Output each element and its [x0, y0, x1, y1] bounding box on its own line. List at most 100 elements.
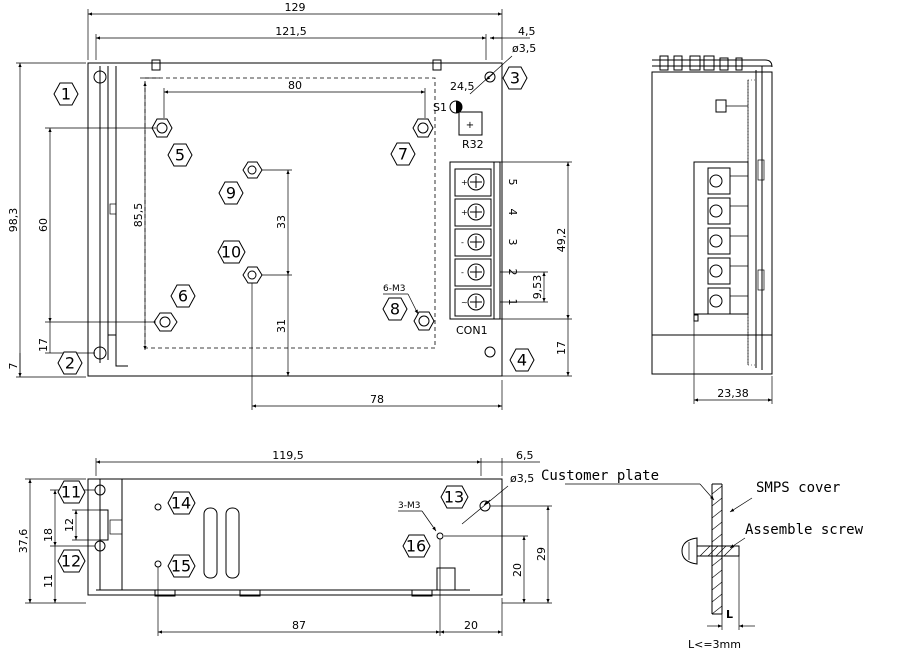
dim-29: 29 — [535, 547, 548, 561]
dim-20-vertical: 20 — [511, 563, 524, 577]
trimmer-r32 — [458, 111, 483, 136]
dim-18: 18 — [42, 528, 55, 542]
svg-text:-: - — [461, 268, 464, 277]
hex-markers: 1 2 3 4 5 6 7 8 — [53, 66, 535, 578]
dim-7: 7 — [7, 363, 20, 370]
svg-text:+: + — [461, 178, 468, 187]
screw-head — [681, 537, 698, 565]
dim-6-5: 6,5 — [516, 449, 534, 462]
top-view-outline — [87, 62, 503, 377]
screw-length-L: L — [726, 608, 733, 621]
connector-label: CON1 — [456, 324, 488, 337]
svg-text:1: 1 — [61, 85, 71, 104]
dim-119-5: 119,5 — [272, 449, 304, 462]
svg-text:8: 8 — [390, 300, 400, 319]
side-view: 23,38 — [651, 55, 773, 404]
side-terminals — [693, 161, 749, 315]
assemble-screw-label: Assemble screw — [745, 522, 864, 538]
svg-text:2: 2 — [65, 354, 75, 373]
marker-1: 1 — [53, 82, 79, 106]
marker-16: 16 — [402, 534, 431, 558]
marker-8: 8 — [382, 297, 408, 321]
dim-20-horizontal: 20 — [464, 619, 478, 632]
svg-text:~: ~ — [461, 298, 468, 307]
svg-text:-: - — [461, 238, 464, 247]
terminal-4: 4 — [506, 209, 519, 216]
mount-nut-9 — [242, 161, 263, 179]
corner-hole-4 — [484, 346, 496, 358]
svg-text:+: + — [461, 208, 468, 217]
screw-callout-top: 6-M3 — [383, 284, 405, 294]
marker-11: 11 — [57, 480, 86, 504]
dim-129: 129 — [285, 1, 306, 14]
mount-nut-8 — [413, 311, 435, 331]
screw-length-rule: L<=3mm — [688, 638, 741, 651]
marker-9: 9 — [218, 181, 244, 205]
terminal-5: 5 — [506, 179, 519, 186]
mount-nut-6 — [153, 312, 178, 332]
marker-7: 7 — [390, 142, 416, 166]
switch-label: S1 — [433, 101, 447, 114]
top-view-dimensions: 129 121,5 4,5 ø3,5 24,5 80 98,3 85,5 60 — [7, 1, 572, 410]
vent-slot-1 — [203, 507, 218, 579]
screw-callout-bottom: 3-M3 — [398, 501, 420, 511]
svg-text:9: 9 — [226, 184, 236, 203]
top-view: + S1 R32 + + - - ~ 5 4 3 2 1 CON1 — [87, 59, 519, 377]
trimmer-label: R32 — [462, 138, 484, 151]
svg-text:16: 16 — [406, 537, 426, 556]
svg-text:5: 5 — [175, 146, 185, 165]
smps-cover-label: SMPS cover — [756, 480, 840, 496]
svg-text:15: 15 — [171, 557, 191, 576]
svg-text:7: 7 — [398, 145, 408, 164]
svg-text:12: 12 — [61, 552, 81, 571]
vent-slot-2 — [225, 507, 240, 579]
marker-5: 5 — [167, 143, 193, 167]
svg-text:13: 13 — [444, 488, 464, 507]
marker-3: 3 — [502, 66, 528, 90]
customer-plate-label: Customer plate — [541, 468, 659, 484]
dim-78: 78 — [370, 393, 384, 406]
dim-98-3: 98,3 — [7, 208, 20, 233]
terminal-3: 3 — [506, 239, 519, 246]
svg-text:11: 11 — [61, 483, 81, 502]
marker-2: 2 — [57, 351, 83, 375]
dim-33: 33 — [275, 215, 288, 229]
svg-text:6: 6 — [178, 287, 188, 306]
dim-hole-bottom: ø3,5 — [510, 472, 534, 485]
svg-text:3: 3 — [510, 69, 520, 88]
dim-17-right: 17 — [555, 341, 568, 355]
dim-23-38: 23,38 — [717, 387, 749, 400]
marker-15: 15 — [167, 554, 196, 578]
svg-text:10: 10 — [221, 243, 241, 262]
svg-text:14: 14 — [171, 494, 191, 513]
dim-24-5: 24,5 — [450, 80, 475, 93]
dim-11: 11 — [42, 574, 55, 588]
dim-80: 80 — [288, 79, 302, 92]
bottom-view-outline — [87, 478, 503, 596]
marker-14: 14 — [167, 491, 196, 515]
mount-nut-7 — [412, 118, 434, 138]
corner-hole-3 — [484, 71, 496, 83]
dim-121-5: 121,5 — [275, 25, 307, 38]
side-view-outline — [651, 71, 773, 375]
corner-hole-1 — [93, 70, 107, 84]
dim-17-left: 17 — [37, 338, 50, 352]
marker-4: 4 — [509, 348, 535, 372]
marker-10: 10 — [217, 240, 246, 264]
dim-4-5: 4,5 — [518, 25, 536, 38]
marker-12: 12 — [57, 549, 86, 573]
dim-49-2: 49,2 — [555, 228, 568, 253]
marker-6: 6 — [170, 284, 196, 308]
dim-87: 87 — [292, 619, 306, 632]
dim-12: 12 — [63, 518, 76, 532]
screw-detail: L L<=3mm Customer plate SMPS cover Assem… — [541, 468, 864, 651]
dim-85-5: 85,5 — [132, 203, 145, 228]
dim-9-53: 9,53 — [531, 275, 544, 300]
dim-hole-top: ø3,5 — [512, 42, 536, 55]
dim-37-6: 37,6 — [17, 529, 30, 554]
bottom-view-dimensions: 119,5 6,5 ø3,5 37,6 18 12 11 29 2 — [17, 449, 552, 636]
mount-nut-10 — [242, 266, 263, 284]
svg-text:4: 4 — [517, 351, 527, 370]
terminal-block: + + - - ~ — [449, 161, 501, 320]
